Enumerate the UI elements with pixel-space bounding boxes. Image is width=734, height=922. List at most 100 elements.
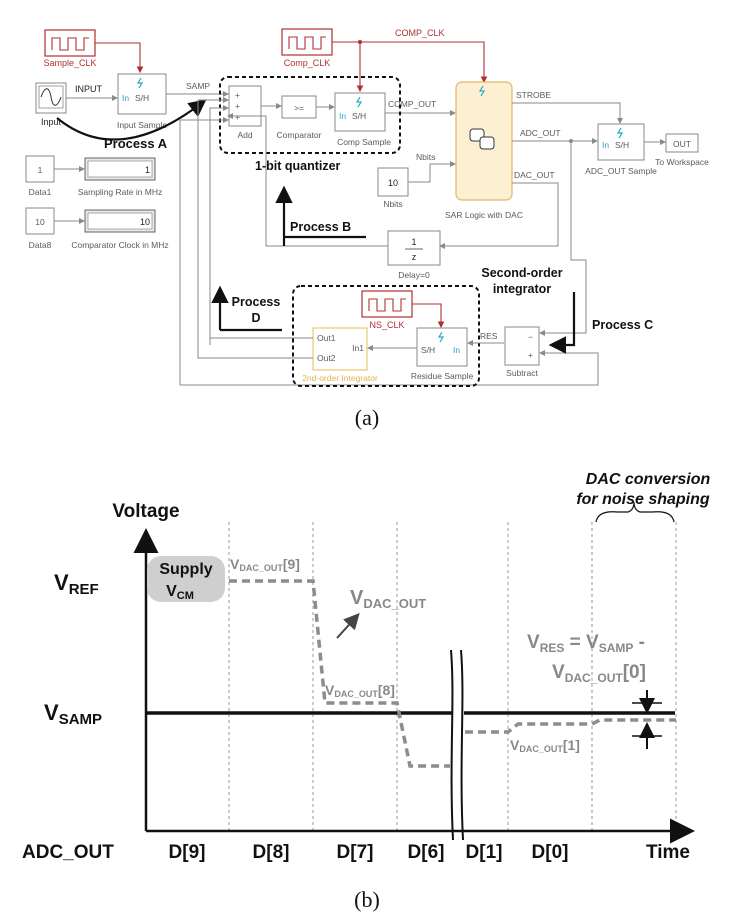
svg-text:In: In [339,111,346,121]
vres-equation-2: VDAC_OUT[0] [552,662,646,685]
svg-text:Out2: Out2 [317,353,336,363]
process-c-arrow [548,292,576,354]
svg-text:DAC_OUT: DAC_OUT [514,170,555,180]
input-sample-label: Input Sample [117,120,167,130]
vdac-out-signal-1 [229,579,450,768]
bit-d8: D[8] [253,842,290,863]
add-label: Add [237,130,252,140]
vdac-out-signal-2 [465,718,676,734]
supply-vcm-label: VCM [166,583,194,602]
data1-block: 1 Data1 [25,155,55,197]
svg-text:S/H: S/H [615,140,629,150]
ns-clk-block: NS_CLK [361,290,413,330]
bit-d1: D[1] [466,842,503,863]
svg-text:In1: In1 [352,343,364,353]
supply-vcm-badge [147,556,225,602]
input-label: Input [41,117,62,127]
svg-text:Data1: Data1 [29,187,52,197]
comp-clk-label: Comp_CLK [284,58,331,68]
bit-d9: D[9] [169,842,206,863]
input-sample-block: In S/H Input Sample [117,73,167,130]
axis-break [450,649,464,841]
svg-text:Sampling Rate in MHz: Sampling Rate in MHz [78,187,163,197]
sampling-rate-display: 1 Sampling Rate in MHz [78,157,163,197]
svg-text:z: z [412,252,417,262]
residue-sample-label: Residue Sample [411,371,474,381]
supply-label: Supply [159,561,212,578]
comp-clk-block: Comp_CLK [281,28,333,68]
svg-text:1: 1 [145,165,150,175]
ns-clk-label: NS_CLK [369,320,404,330]
comp-sample-block: In S/H Comp Sample [334,92,391,147]
residue-marker [632,690,662,749]
comp-sample-label: Comp Sample [337,137,391,147]
y-axis-label: Voltage [112,501,179,522]
process-a-label: Process A [104,136,168,151]
svg-text:In: In [453,345,460,355]
input-source-block: Input [35,82,67,127]
svg-text:RES: RES [480,331,498,341]
integrator-label: 2nd-order Integrator [302,373,378,383]
svg-text:+: + [528,350,533,360]
svg-text:S/H: S/H [352,111,366,121]
process-a-arrow [56,99,207,141]
process-d-label-2: D [251,311,260,325]
svg-text:>=: >= [294,103,304,113]
vdac-label-9: VDAC_OUT[9] [230,556,300,573]
panel-b-timing-diagram: Voltage Time Supply VCM VREF VSAMP VDAC_… [22,471,710,912]
vdac-label-1: VDAC_OUT[1] [510,737,580,754]
sample-clk-wire [95,42,144,74]
bit-d0: D[0] [532,842,569,863]
svg-text:STROBE: STROBE [516,90,551,100]
integrator-block: Out1 Out2 In1 2nd-order Integrator [302,327,378,383]
process-d-label-1: Process [232,295,281,309]
adc-out-sample-block: In S/H ADC_OUT Sample [585,123,657,176]
svg-text:10: 10 [35,217,45,227]
comparator-block: >= Comparator [277,95,322,140]
comp-out-label: COMP_OUT [388,99,436,109]
svg-text:S/H: S/H [135,93,149,103]
second-order-label-1: Second-order [481,266,562,280]
delay-block: 1 z Delay=0 [387,230,441,280]
vdac-label-8: VDAC_OUT[8] [325,682,395,699]
panel-a-simulink-model: Sample_CLK Input INPUT In S/H Input Samp… [25,28,709,430]
svg-text:Comparator Clock in MHz: Comparator Clock in MHz [71,240,168,250]
sar-logic-label: SAR Logic with DAC [445,210,523,220]
adc-out-sample-label: ADC_OUT Sample [585,166,657,176]
dac-conversion-label-1: DAC conversion [586,471,711,488]
adc-out-row-label: ADC_OUT [22,842,114,863]
bit-d7: D[7] [337,842,374,863]
svg-text:ADC_OUT: ADC_OUT [520,128,561,138]
data8-block: 10 Data8 [25,207,55,250]
vres-equation-1: VRES = VSAMP - [527,632,645,655]
residue-sample-block: S/H In Residue Sample [411,327,474,381]
add-block: + + + Add [228,85,262,140]
vsamp-label: VSAMP [44,700,102,728]
subtract-block: − + Subtract [504,326,540,378]
subtract-label: Subtract [506,368,538,378]
dac-brace [595,501,675,523]
svg-text:Delay=0: Delay=0 [398,270,430,280]
quantizer-label: 1-bit quantizer [255,159,341,173]
dac-conversion-label-2: for noise shaping [576,491,710,508]
input-wire-label: INPUT [75,84,103,94]
vdac-out-arrow [336,613,360,639]
quantizer-box [219,76,401,154]
svg-text:OUT: OUT [673,139,691,149]
svg-text:1: 1 [38,165,43,175]
process-b-label: Process B [290,220,351,234]
second-order-label-2: integrator [493,282,551,296]
integrator-box [292,285,480,387]
vref-label: VREF [54,570,99,598]
svg-text:−: − [528,332,533,342]
comp-clk-wire-label: COMP_CLK [395,28,445,38]
svg-text:+: + [235,101,240,111]
sample-clk-label: Sample_CLK [43,58,96,68]
svg-text:1: 1 [411,237,416,247]
comp-clock-display: 10 Comparator Clock in MHz [71,209,169,250]
x-axis-label: Time [646,842,690,863]
svg-text:Out1: Out1 [317,333,336,343]
sample-clk-block: Sample_CLK [43,29,97,68]
svg-text:10: 10 [388,178,398,188]
